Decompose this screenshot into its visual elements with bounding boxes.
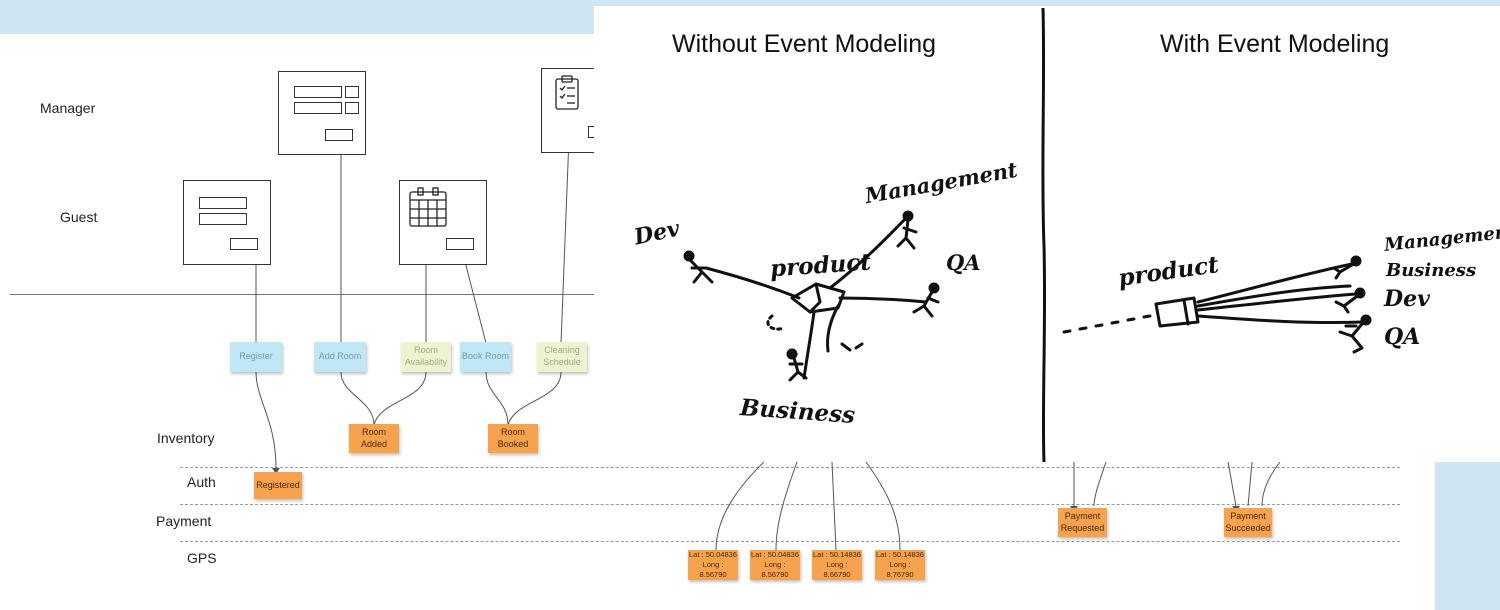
rope-dev (704, 266, 801, 300)
figure-management-right (1332, 255, 1362, 280)
connector-line (1247, 461, 1253, 507)
label-business-right: Business (1386, 260, 1477, 281)
arrowhead (272, 468, 280, 474)
command-add-room: Add Room (314, 342, 366, 372)
panel-divider (1041, 7, 1047, 462)
event-payment-requested: Payment Requested (1058, 508, 1107, 537)
figure-qa (912, 282, 940, 318)
lane-label-guest: Guest (60, 209, 98, 225)
view-room-availability: Room Availability (401, 342, 451, 372)
rope-qa (838, 296, 928, 304)
figure-management (896, 210, 918, 250)
gps-long: Long : 8.56790 (699, 560, 727, 579)
event-payment-succeeded: Payment Succeeded (1224, 508, 1272, 537)
wireframe-field (345, 102, 359, 114)
swimlane-divider (10, 294, 600, 295)
event-registered: Registered (254, 472, 302, 499)
lane-label-auth: Auth (187, 474, 216, 490)
connector-line (485, 371, 509, 426)
command-book-room: Book Room (460, 342, 511, 372)
lane-label-gps: GPS (187, 550, 217, 566)
calendar-icon (409, 187, 447, 227)
connector-line (1227, 461, 1237, 507)
figure-business (786, 348, 808, 382)
gps-long: Long : 8.76790 (886, 560, 914, 579)
command-register: Register (230, 342, 282, 372)
gps-event-3: Lat : 50.14836 Long : 8.66790 (812, 550, 862, 580)
lane-label-manager: Manager (40, 100, 96, 116)
view-cleaning-schedule: Cleaning Schedule (537, 342, 587, 372)
figure-dev-right (1334, 287, 1366, 314)
connector-line (865, 461, 901, 551)
title-with-event-modeling: With Event Modeling (1160, 30, 1390, 58)
rope-dev-right (1196, 292, 1358, 312)
product-box-right (1154, 296, 1200, 328)
comparison-overlay-panel: Without Event Modeling With Event Modeli… (594, 6, 1500, 462)
product-box-left (790, 282, 846, 314)
connector-line (775, 461, 798, 551)
connector-line (507, 371, 562, 426)
sketch-drawing (683, 7, 1372, 462)
wireframe-field (294, 86, 342, 98)
wireframe-add-room-screen (278, 71, 366, 155)
wireframe-field (199, 197, 247, 209)
wireframe-field (294, 102, 342, 114)
connector-line (340, 371, 375, 426)
rope-qa-right (1196, 314, 1366, 325)
wireframe-field (199, 213, 247, 225)
wireframe-book-room-screen (399, 180, 487, 265)
wireframe-button (230, 238, 258, 250)
connector-line (255, 371, 277, 469)
right-background-band (1435, 460, 1500, 610)
wireframe-field (345, 86, 359, 98)
rope-management (828, 216, 908, 290)
figure-dev (683, 250, 714, 284)
lane-separator-payment-gps (180, 541, 1400, 542)
lane-label-payment: Payment (156, 513, 212, 529)
lane-separator-auth-payment (180, 504, 1400, 505)
gps-event-4: Lat : 50.14836 Long : 8.76790 (875, 550, 925, 580)
wireframe-button (446, 238, 474, 250)
event-room-added: Room Added (349, 424, 399, 453)
product-trail (1062, 314, 1152, 334)
rope-business (802, 310, 816, 380)
wireframe-register-screen (183, 180, 271, 265)
gps-long: Long : 8.66790 (823, 560, 851, 579)
gps-event-2: Lat : 50.04836 Long : 8.56790 (750, 550, 800, 580)
connector-line (831, 461, 837, 551)
connector-line (715, 461, 765, 551)
gps-lat: Lat : 50.04836 (689, 550, 737, 560)
gps-lat: Lat : 50.04836 (751, 550, 799, 560)
figure-qa-right (1338, 314, 1372, 354)
lane-separator-inventory-auth (180, 467, 1400, 468)
connector-line (1093, 461, 1107, 507)
gps-event-1: Lat : 50.04836 Long : 8.56790 (688, 550, 738, 580)
label-dev-right: Dev (1384, 286, 1430, 312)
connector-line (461, 249, 487, 344)
label-qa-right: QA (1384, 324, 1421, 350)
gps-lat: Lat : 50.14836 (813, 550, 861, 560)
event-room-booked: Room Booked (488, 424, 538, 453)
gps-long: Long : 8.56790 (761, 560, 789, 579)
gps-lat: Lat : 50.14836 (876, 550, 924, 560)
label-qa-left: QA (946, 250, 981, 275)
lane-label-inventory: Inventory (157, 430, 215, 446)
clipboard-checklist-icon (555, 75, 579, 110)
connector-line (373, 371, 427, 426)
title-without-event-modeling: Without Event Modeling (672, 30, 937, 58)
wireframe-button (325, 129, 353, 141)
connector-line (1261, 461, 1281, 507)
